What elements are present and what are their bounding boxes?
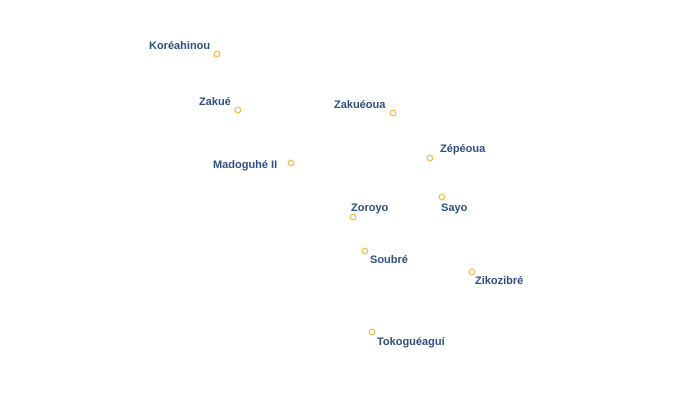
place-label: Soubré	[370, 254, 408, 266]
place-marker	[361, 247, 369, 255]
place-label: Zikozibré	[475, 275, 523, 287]
place-zakueoua[interactable]: Zakuéoua	[333, 98, 397, 117]
place-marker	[468, 268, 476, 276]
place-zepeoua[interactable]: Zépéoua	[426, 142, 488, 162]
place-zakue[interactable]: Zakué	[198, 95, 242, 114]
place-sayo[interactable]: Sayo	[438, 193, 469, 216]
place-marker	[438, 193, 446, 201]
place-madoguhe-ii[interactable]: Madoguhé II	[212, 158, 295, 173]
place-label: Sayo	[441, 202, 468, 214]
place-label: Madoguhé II	[213, 159, 277, 171]
place-marker	[234, 106, 242, 114]
place-marker	[213, 50, 221, 58]
place-koreahinou[interactable]: Koréahinou	[148, 39, 221, 58]
place-zoroyo[interactable]: Zoroyo	[349, 201, 390, 221]
place-marker	[426, 154, 434, 162]
place-label: Zakué	[199, 96, 231, 108]
place-label: Tokoguéaguí	[377, 336, 446, 348]
place-marker	[368, 328, 376, 336]
place-marker	[287, 159, 295, 167]
place-marker	[349, 213, 357, 221]
place-label: Zoroyo	[351, 202, 389, 214]
places-layer: Koréahinou Zakué Zakuéoua Zépéoua Madogu…	[148, 39, 525, 350]
place-tokogueagui[interactable]: Tokoguéaguí	[368, 328, 447, 350]
place-soubre[interactable]: Soubré	[361, 247, 409, 268]
place-label: Zépéoua	[440, 143, 486, 155]
place-label: Koréahinou	[149, 40, 210, 52]
place-marker	[389, 109, 397, 117]
place-zikozibre[interactable]: Zikozibré	[468, 268, 525, 289]
place-label: Zakuéoua	[334, 99, 386, 111]
